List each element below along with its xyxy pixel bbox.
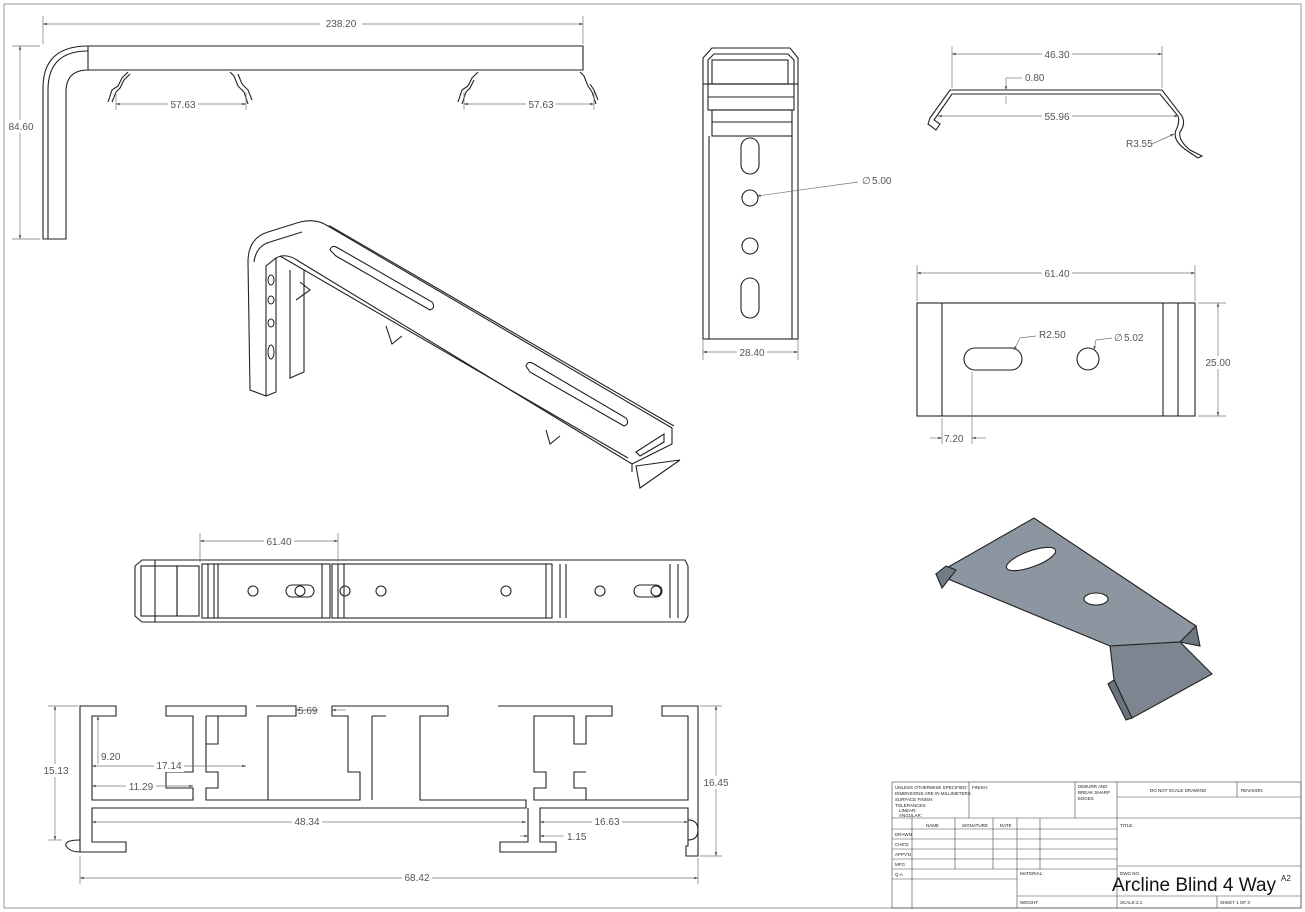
tb-weight: WEIGHT: [1020,900,1039,905]
dim-sec-height-right: 16.45 [703,778,728,789]
dim-rail-width: 28.40 [739,348,764,359]
tb-deburr: DEBURR AND [1078,784,1108,789]
arm-side-view [42,45,599,240]
title-block-text: UNLESS OTHERWISE SPECIFIED: DIMENSIONS A… [895,784,1291,905]
tb-revision: REVISION [1241,788,1263,793]
tb-unless: UNLESS OTHERWISE SPECIFIED: [895,785,968,790]
dim-profile-thickness: 0.80 [1025,73,1045,84]
dim-sec-right-inner: 16.63 [594,817,619,828]
rail-top-labels: 61.40 [264,535,294,548]
plate-isometric-view [934,517,1213,721]
tb-edges: EDGES [1078,796,1094,801]
tb-chkd: CHK'D [895,842,909,847]
tb-qa: Q.A [895,872,903,877]
dim-sec-lip: 11.29 [129,782,154,793]
tb-finish: FINISH: [972,785,988,790]
dim-sec-depth: 9.20 [101,752,121,763]
dim-profile-top: 46.30 [1044,50,1069,61]
tb-date: DATE [1000,823,1012,828]
dim-sec-flange: 1.15 [567,832,587,843]
cross-section-view [65,705,699,857]
tb-tolerances: TOLERANCES: [895,803,927,808]
dim-plate-offset: 7.20 [944,434,964,445]
dim-sec-total: 68.42 [404,873,429,884]
diameter-symbol-plate: ∅ [1114,333,1123,344]
rail-front-dimensions [702,181,859,360]
dim-profile-radius: R3.55 [1126,139,1153,150]
tb-drawn: DRAWN [895,832,912,837]
dim-sec-web: 17.14 [156,761,181,772]
bracket-profile-view [927,89,1204,159]
tb-linear: LINEAR: [899,808,917,813]
tb-material: MATERIAL: [1020,871,1043,876]
dim-plate-length: 61.40 [1044,269,1069,280]
tb-no-scale: DO NOT SCALE DRAWING [1150,788,1207,793]
tb-scale: SCALE:2:1 [1120,900,1143,905]
tb-mfg: MFG [895,862,905,867]
sheet-border [3,3,1302,909]
arm-isometric-holes [267,274,275,360]
tb-dwg-no: DWG NO. [1120,871,1140,876]
tb-signature: SIGNATURE [962,823,988,828]
dim-plate-slot-radius: R2.50 [1039,330,1066,341]
dim-top-spacing: 61.40 [266,537,291,548]
dim-sec-gap: 5.69 [298,706,318,717]
plate-plan-view [916,302,1196,417]
cross-section-dimensions [48,705,722,884]
dim-rail-diameter: 5.00 [872,176,892,187]
dim-clip-left: 57.63 [170,100,195,111]
dim-arm-height: 84.60 [8,122,33,133]
dim-plate-hole: 5.02 [1124,333,1144,344]
tb-appvd: APPV'D [895,852,912,857]
bracket-profile-labels: 46.30 0.80 55.96 R3.55 [1025,48,1153,150]
rail-top-view [134,559,689,623]
tb-surface: SURFACE FINISH: [895,797,934,802]
tb-title-label: TITLE: [1120,823,1134,828]
arm-isometric-view [247,220,681,489]
tb-units: DIMENSIONS ARE IN MILLIMETERS [895,791,971,796]
rail-front-view [702,47,799,340]
tb-sheet: SHEET 1 OF 3 [1220,900,1250,905]
dim-arm-length: 238.20 [326,19,357,30]
dim-sec-height-left: 15.13 [43,766,68,777]
tb-name: NAME [926,823,939,828]
drawing-title: Arcline Blind 4 Way [1112,875,1277,896]
tb-size: A2 [1281,874,1291,883]
cross-section-labels: 15.13 16.45 9.20 17.14 11.29 5.69 48.34 … [42,706,730,884]
diameter-symbol: ∅ [862,176,871,187]
title-block [891,781,1302,909]
dim-profile-bottom: 55.96 [1044,112,1069,123]
plate-plan-labels: 61.40 R2.50 ∅ 5.02 25.00 7.20 [944,267,1232,445]
dim-sec-inner: 48.34 [294,817,319,828]
arm-side-dimensions [12,16,595,240]
dim-clip-right: 57.63 [528,100,553,111]
tb-angular: ANGULAR: [899,813,922,818]
plate-plan-dimensions [916,265,1226,444]
tb-break: BREAK SHARP [1078,790,1110,795]
dim-plate-height: 25.00 [1205,358,1230,369]
rail-front-labels: ∅ 5.00 28.40 [737,176,892,359]
arm-side-labels: 238.20 84.60 57.63 57.63 [8,17,556,133]
